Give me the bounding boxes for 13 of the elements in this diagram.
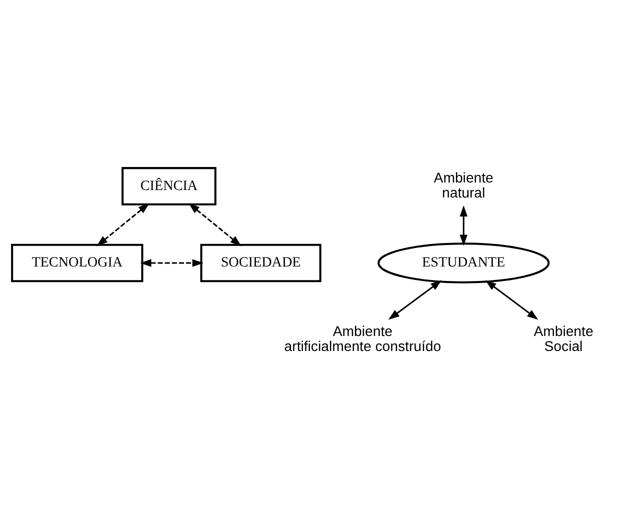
arrow: [96, 202, 150, 246]
arrow: [460, 204, 468, 246]
node-box: TECNOLOGIA: [11, 243, 144, 282]
node-text: Ambiente artificialmente construído: [284, 322, 442, 354]
arrow: [140, 258, 204, 266]
arrow: [388, 280, 442, 320]
node-text: Ambiente natural: [434, 168, 494, 200]
node-box: SOCIEDADE: [200, 243, 322, 282]
node-text: Ambiente Social: [534, 322, 594, 354]
node-ellipse: ESTUDANTE: [378, 242, 550, 283]
arrow: [188, 202, 242, 246]
node-box: CIÊNCIA: [122, 166, 216, 205]
arrow: [485, 280, 538, 320]
